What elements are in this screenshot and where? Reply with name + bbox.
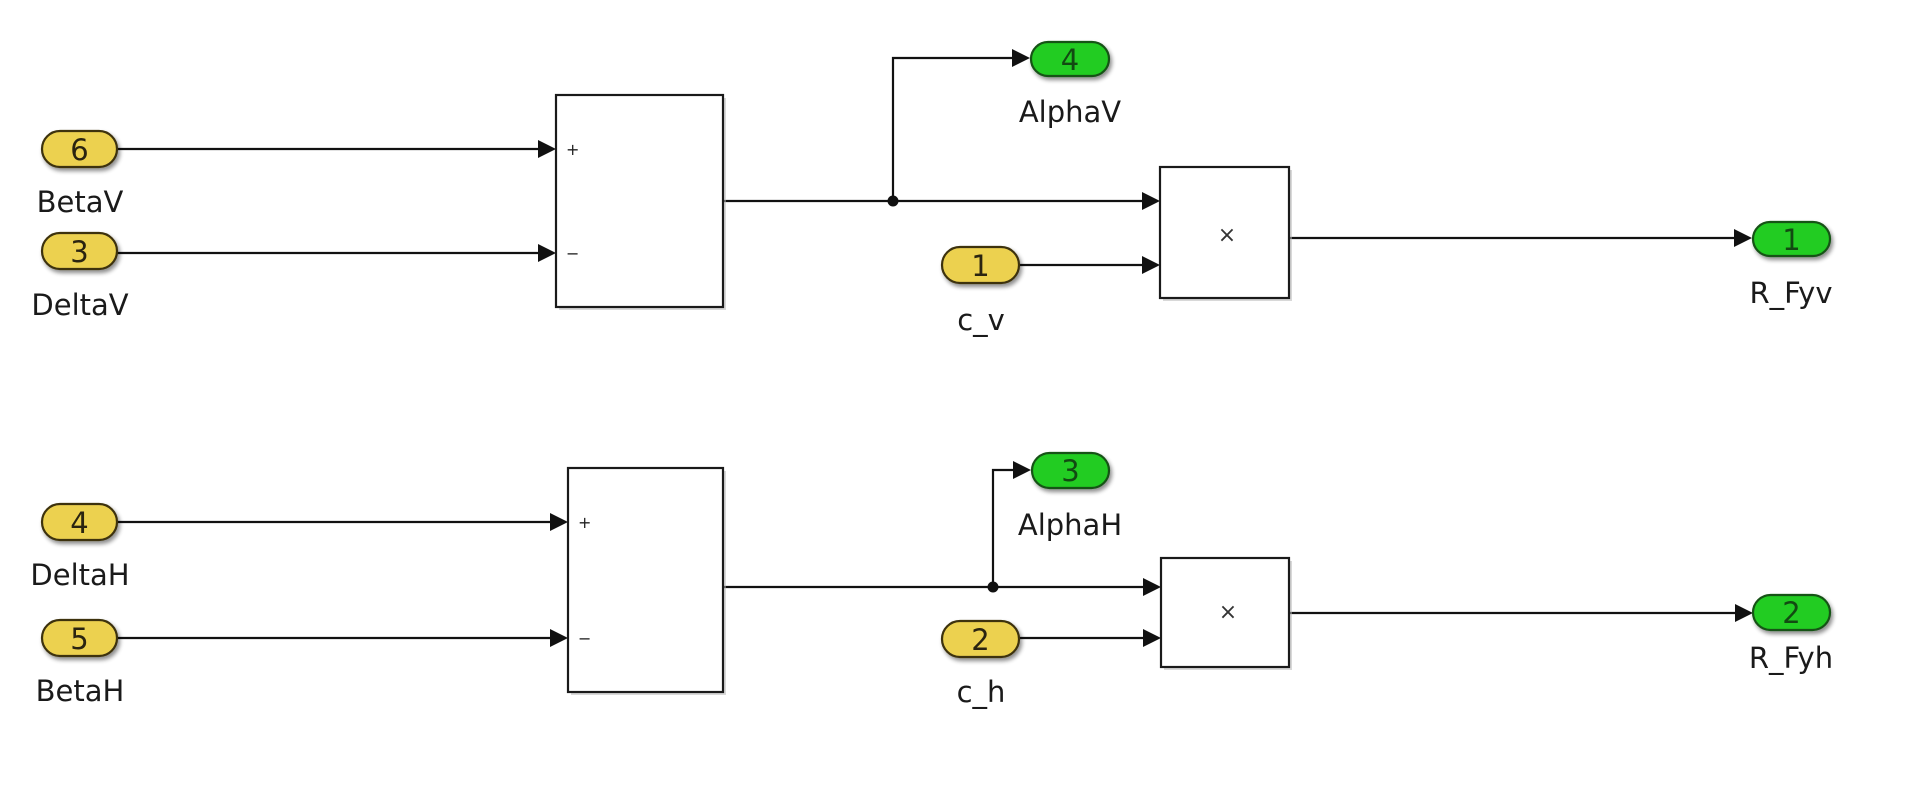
arrowhead (1142, 256, 1160, 274)
wire-in6-to-sum-v[interactable] (117, 140, 556, 158)
arrowhead (538, 244, 556, 262)
inport-number: 3 (70, 235, 88, 269)
arrowhead (1013, 461, 1031, 479)
sum-block-h[interactable]: + − (566, 466, 726, 695)
inport-label: DeltaH (30, 558, 129, 592)
sum-sign-minus: − (566, 244, 579, 263)
wire-in3-to-sum-v[interactable] (117, 244, 556, 262)
product-block-v[interactable]: × (1158, 165, 1292, 301)
inport-label: BetaV (37, 185, 124, 219)
arrowhead (1735, 604, 1753, 622)
branch-point-v (887, 195, 899, 207)
inport-number: 5 (70, 622, 88, 656)
inport-4[interactable]: 4 (40, 502, 119, 542)
arrowhead (550, 513, 568, 531)
outport-label: R_Fyv (1750, 276, 1833, 310)
inport-number: 6 (70, 133, 88, 167)
wire-sum-v-to-product-v[interactable] (723, 192, 1160, 210)
inport-number: 2 (971, 623, 989, 657)
arrowhead (550, 629, 568, 647)
inport-6[interactable]: 6 (40, 129, 119, 169)
inport-label: BetaH (36, 674, 125, 708)
inport-number: 1 (971, 249, 989, 283)
sum-sign-plus: + (578, 513, 591, 532)
inport-2[interactable]: 2 (940, 619, 1021, 659)
sum-block-v[interactable]: + − (554, 93, 726, 310)
outport-1[interactable]: 1 (1751, 220, 1832, 258)
arrowhead (538, 140, 556, 158)
outport-label: AlphaH (1018, 508, 1122, 542)
product-symbol: × (1218, 223, 1236, 248)
inport-1[interactable]: 1 (940, 245, 1021, 285)
sum-sign-plus: + (566, 140, 579, 159)
wire-in5-to-sum-h[interactable] (117, 629, 568, 647)
outport-4[interactable]: 4 (1029, 40, 1111, 78)
outport-number: 4 (1061, 43, 1079, 77)
wire-sum-h-to-product-h[interactable] (723, 578, 1161, 596)
inport-label: c_h (957, 675, 1006, 709)
outport-3[interactable]: 3 (1030, 451, 1111, 490)
arrowhead (1142, 192, 1160, 210)
wire-in2-to-product-h[interactable] (1019, 629, 1161, 647)
branch-point-h (987, 581, 999, 593)
outport-label: AlphaV (1019, 95, 1121, 129)
product-symbol: × (1219, 600, 1237, 625)
inport-number: 4 (70, 506, 88, 540)
wire-in4-to-sum-h[interactable] (117, 513, 568, 531)
arrowhead (1143, 629, 1161, 647)
product-block-h[interactable]: × (1159, 556, 1292, 670)
inport-label: DeltaV (31, 288, 128, 322)
arrowhead (1734, 229, 1752, 247)
outport-number: 2 (1782, 596, 1800, 630)
outport-number: 1 (1782, 223, 1800, 257)
inport-label: c_v (957, 303, 1005, 337)
outport-label: R_Fyh (1749, 641, 1833, 675)
arrowhead (1143, 578, 1161, 596)
wire-branch-to-out3[interactable] (991, 461, 1031, 587)
sum-sign-minus: − (578, 629, 591, 648)
wire-branch-to-out4[interactable] (891, 49, 1030, 201)
outport-number: 3 (1061, 454, 1079, 488)
arrowhead (1012, 49, 1030, 67)
inport-5[interactable]: 5 (40, 618, 119, 658)
inport-3[interactable]: 3 (40, 231, 119, 271)
wire-product-h-to-out2[interactable] (1289, 604, 1753, 622)
outport-2[interactable]: 2 (1751, 593, 1832, 632)
wire-in1-to-product-v[interactable] (1019, 256, 1160, 274)
wire-product-v-to-out1[interactable] (1289, 229, 1752, 247)
